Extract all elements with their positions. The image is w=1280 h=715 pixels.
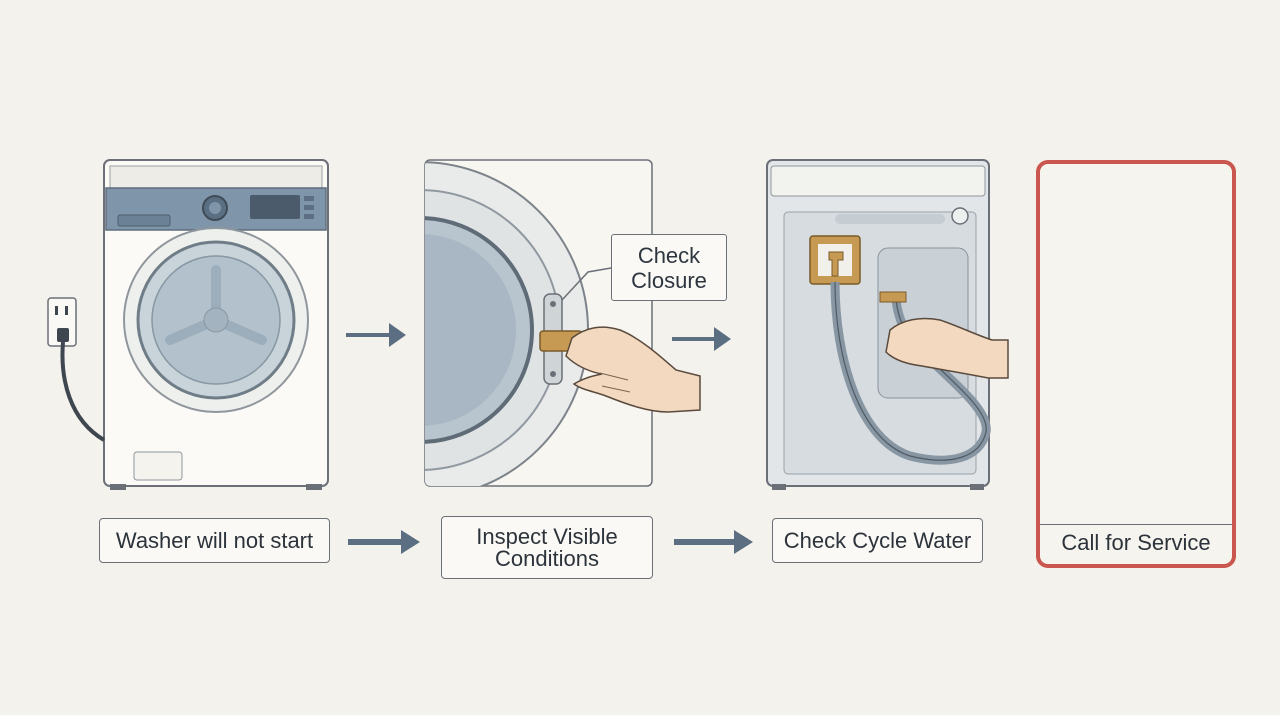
call-for-service-panel xyxy=(1036,160,1236,568)
step-label-check-cycle-water: Check Cycle Water xyxy=(772,518,983,563)
step-label-washer-not-start: Washer will not start xyxy=(99,518,330,563)
washer-back-panel xyxy=(766,159,1009,490)
power-outlet-icon xyxy=(47,297,106,442)
hand-icon xyxy=(885,317,1009,379)
washing-machine-icon xyxy=(103,159,329,490)
arrow-right-icon xyxy=(348,530,420,554)
check-closure-callout: Check Closure xyxy=(611,234,727,301)
arrow-right-icon xyxy=(672,327,731,351)
step-label-inspect-conditions: Inspect Visible Conditions xyxy=(441,516,653,579)
door-closure-panel xyxy=(424,159,701,487)
arrow-right-icon xyxy=(674,530,753,554)
divider xyxy=(1040,524,1232,525)
step-label-call-for-service: Call for Service xyxy=(1061,529,1211,555)
arrow-right-icon xyxy=(346,323,406,347)
